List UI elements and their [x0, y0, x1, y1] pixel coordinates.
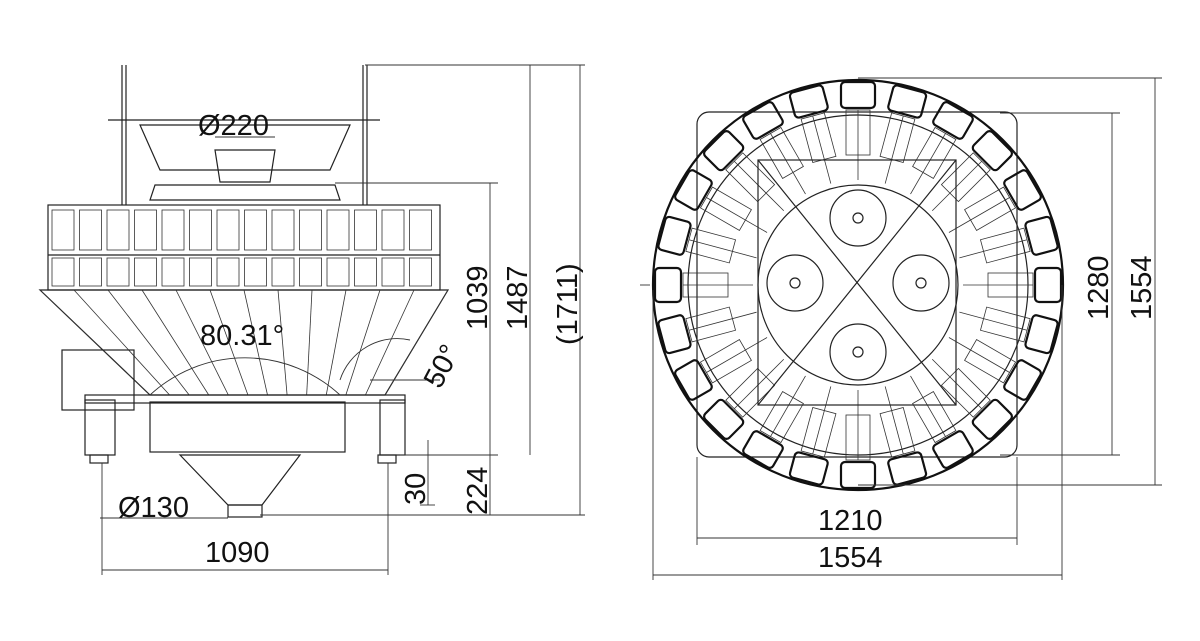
- dim-bucket-angle: 80.31°: [200, 320, 284, 352]
- dim-cone-angle: 50°: [418, 340, 467, 394]
- top-bucket: [839, 390, 877, 490]
- top-bucket: [910, 101, 974, 195]
- dim-height-1039: 1039: [462, 265, 494, 330]
- side-bucket-lower: [134, 257, 157, 287]
- side-bucket: [161, 209, 185, 251]
- side-bucket-lower: [79, 257, 102, 287]
- side-bucket: [354, 209, 377, 251]
- top-bucket: [839, 80, 877, 180]
- side-bucket-lower: [381, 257, 405, 287]
- side-bucket-lower: [299, 257, 322, 287]
- top-bucket: [674, 337, 768, 401]
- top-bucket: [742, 375, 806, 469]
- dim-inner-height: 1280: [1083, 255, 1115, 320]
- top-bucket: [959, 215, 1059, 264]
- side-bucket: [326, 209, 350, 251]
- top-bucket: [948, 169, 1042, 233]
- top-bucket: [879, 84, 928, 184]
- top-bucket: [674, 169, 768, 233]
- side-bucket: [106, 209, 130, 251]
- top-bucket: [931, 129, 1014, 212]
- top-bucket: [788, 84, 837, 184]
- dim-base-width: 1090: [205, 537, 270, 569]
- side-bucket-lower: [189, 257, 212, 287]
- side-bucket-lower: [354, 257, 377, 287]
- top-bucket: [959, 306, 1059, 355]
- side-bucket-lower: [244, 257, 267, 287]
- cone-line: [306, 289, 313, 396]
- dim-height-1487: 1487: [502, 265, 534, 330]
- side-bucket: [409, 209, 432, 251]
- side-bucket: [299, 209, 322, 251]
- cone-line: [345, 289, 381, 396]
- cone-line: [39, 289, 151, 396]
- top-view: [640, 77, 1162, 580]
- side-bucket-lower: [51, 257, 75, 287]
- top-bucket: [931, 358, 1014, 441]
- top-bucket: [879, 386, 928, 486]
- side-bucket: [51, 209, 75, 251]
- side-bucket: [381, 209, 405, 251]
- top-bucket: [702, 129, 785, 212]
- cone-line: [365, 289, 415, 396]
- cone-line: [384, 289, 449, 396]
- cone-line: [73, 289, 170, 396]
- top-bucket: [657, 306, 757, 355]
- top-bucket: [742, 101, 806, 195]
- side-bucket-lower: [161, 257, 185, 287]
- cone-line: [277, 289, 288, 396]
- cone-line: [209, 289, 249, 396]
- side-bucket: [216, 209, 240, 251]
- side-bucket: [189, 209, 212, 251]
- side-view: [38, 64, 585, 575]
- side-bucket-lower: [271, 257, 295, 287]
- dim-height-total: (1711): [552, 263, 584, 345]
- side-bucket: [244, 209, 267, 251]
- dim-top-diameter: Ø220: [198, 110, 269, 142]
- top-bucket: [653, 266, 753, 304]
- side-bucket-lower: [216, 257, 240, 287]
- dim-height-224: 224: [462, 467, 494, 515]
- top-bucket: [788, 386, 837, 486]
- side-bucket-lower: [409, 257, 432, 287]
- cone-line: [243, 289, 268, 396]
- top-bucket: [948, 337, 1042, 401]
- side-bucket: [271, 209, 295, 251]
- cone-line: [141, 289, 210, 396]
- dim-outlet-diameter: Ø130: [118, 492, 189, 524]
- side-bucket-lower: [326, 257, 350, 287]
- cone-line: [175, 289, 229, 396]
- dim-outer-height: 1554: [1126, 255, 1158, 320]
- dim-height-30: 30: [400, 473, 432, 505]
- top-bucket: [657, 215, 757, 264]
- side-bucket: [134, 209, 157, 251]
- top-bucket: [702, 358, 785, 441]
- top-bucket: [910, 375, 974, 469]
- cone-line: [325, 289, 347, 396]
- cone-line: [107, 289, 190, 396]
- top-bucket: [963, 266, 1063, 304]
- dim-outer-width: 1554: [818, 542, 883, 574]
- side-bucket-lower: [106, 257, 130, 287]
- side-bucket: [79, 209, 102, 251]
- dim-inner-width: 1210: [818, 505, 883, 537]
